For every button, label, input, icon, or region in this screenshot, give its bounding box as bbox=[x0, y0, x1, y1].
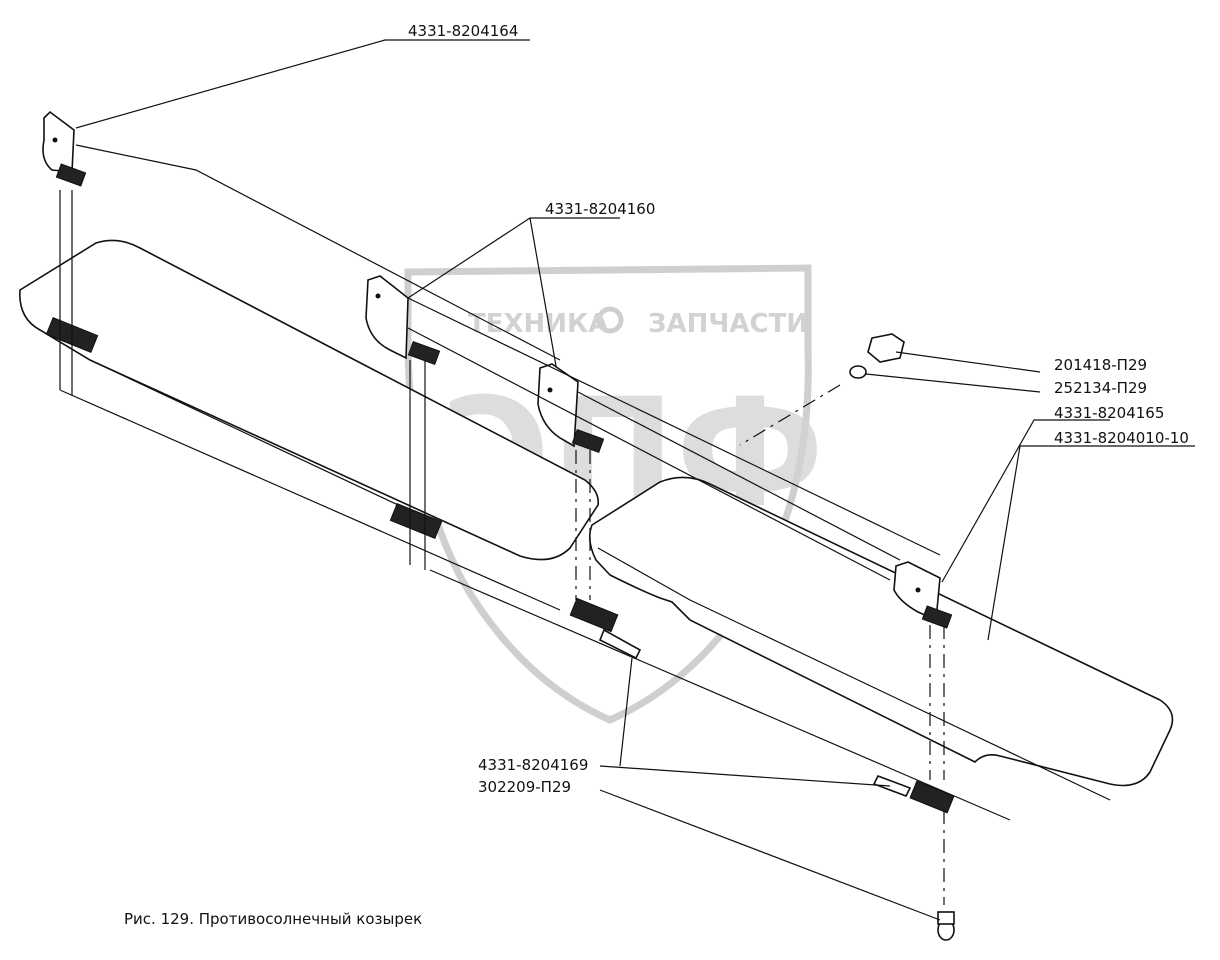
bolt-part bbox=[849, 333, 905, 379]
assembly-lines bbox=[59, 144, 1011, 905]
label-visor: 4331-8204010-10 bbox=[1054, 429, 1189, 447]
left-visor-clip bbox=[389, 503, 443, 539]
watermark-gear-icon bbox=[596, 306, 624, 334]
label-bracket-middle: 4331-8204160 bbox=[545, 200, 655, 218]
left-visor-panel bbox=[19, 239, 600, 561]
label-bracket-right: 4331-8204165 bbox=[1054, 404, 1164, 422]
screw-part bbox=[937, 911, 955, 941]
right-visor-panel bbox=[588, 476, 1174, 787]
bracket-middle-1 bbox=[365, 275, 441, 366]
leader-lines bbox=[75, 39, 1195, 921]
bracket-right bbox=[893, 561, 953, 629]
lock-pin-part bbox=[872, 774, 955, 814]
label-bracket-left: 4331-8204164 bbox=[408, 22, 518, 40]
left-visor bbox=[19, 190, 600, 570]
bracket-middle-2 bbox=[537, 363, 605, 454]
left-visor-edge bbox=[39, 329, 431, 521]
right-visor-edge bbox=[597, 547, 1111, 801]
label-bolt: 201418-П29 bbox=[1054, 356, 1147, 374]
watermark-right-text: ЗАПЧАСТИ bbox=[648, 309, 808, 339]
center-clip bbox=[569, 597, 642, 660]
watermark-left-text: ТЕХНИКА bbox=[468, 309, 608, 339]
part-labels: 4331-8204164 4331-8204160 201418-П29 252… bbox=[408, 22, 1189, 796]
label-washer: 252134-П29 bbox=[1054, 379, 1147, 397]
label-lock-pin: 4331-8204169 bbox=[478, 756, 588, 774]
figure-caption: Рис. 129. Противосолнечный козырек bbox=[124, 910, 422, 928]
bracket-left bbox=[42, 110, 87, 187]
label-screw: 302209-П29 bbox=[478, 778, 571, 796]
right-visor bbox=[588, 476, 1174, 801]
